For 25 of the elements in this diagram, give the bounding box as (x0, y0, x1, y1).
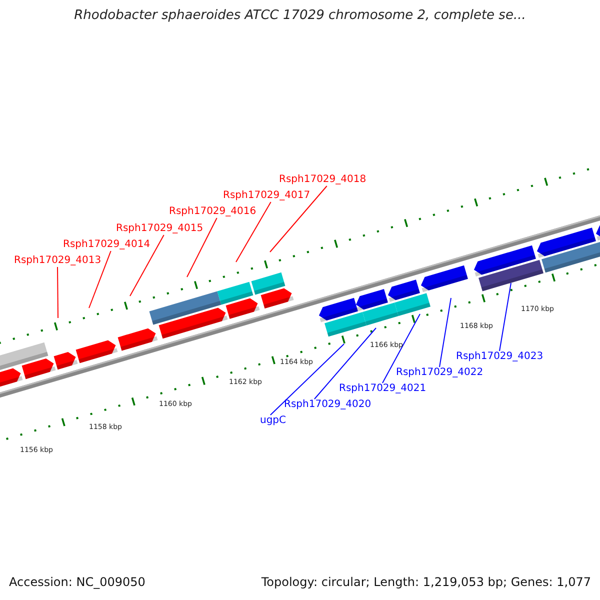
gene-label: Rsph17029_4014 (63, 239, 150, 251)
leader-line (314, 328, 376, 400)
leader-line (236, 202, 272, 262)
leader-line (270, 186, 328, 252)
leader-line (57, 266, 58, 318)
gene-label: Rsph17029_4018 (279, 174, 366, 186)
gene-label: Rsph17029_4022 (396, 367, 484, 379)
leader-line (186, 218, 218, 278)
gene-label: Rsph17029_4013 (14, 255, 102, 267)
gene-label: Rsph17029_4016 (169, 206, 256, 218)
accession-text: Accession: NC_009050 (9, 575, 146, 589)
gene-label: Rsph17029_4023 (456, 351, 544, 363)
gene-label: ugpC (260, 415, 286, 427)
leader-line (499, 282, 512, 352)
leader-line (439, 298, 452, 368)
gene-label: Rsph17029_4021 (339, 383, 426, 395)
title: Rhodobacter sphaeroides ATCC 17029 chromosome 2, complete se... (73, 8, 527, 23)
leader-line (270, 344, 344, 416)
leader-line (88, 250, 112, 308)
gene-label: Rsph17029_4020 (284, 399, 372, 411)
leader-line (382, 314, 420, 384)
genome-info-text: Topology: circular; Length: 1,219,053 bp; Genes: 1,077 (261, 575, 591, 589)
leader-line (130, 234, 164, 296)
gene-label: Rsph17029_4015 (116, 223, 204, 235)
gene-label: Rsph17029_4017 (223, 190, 310, 202)
